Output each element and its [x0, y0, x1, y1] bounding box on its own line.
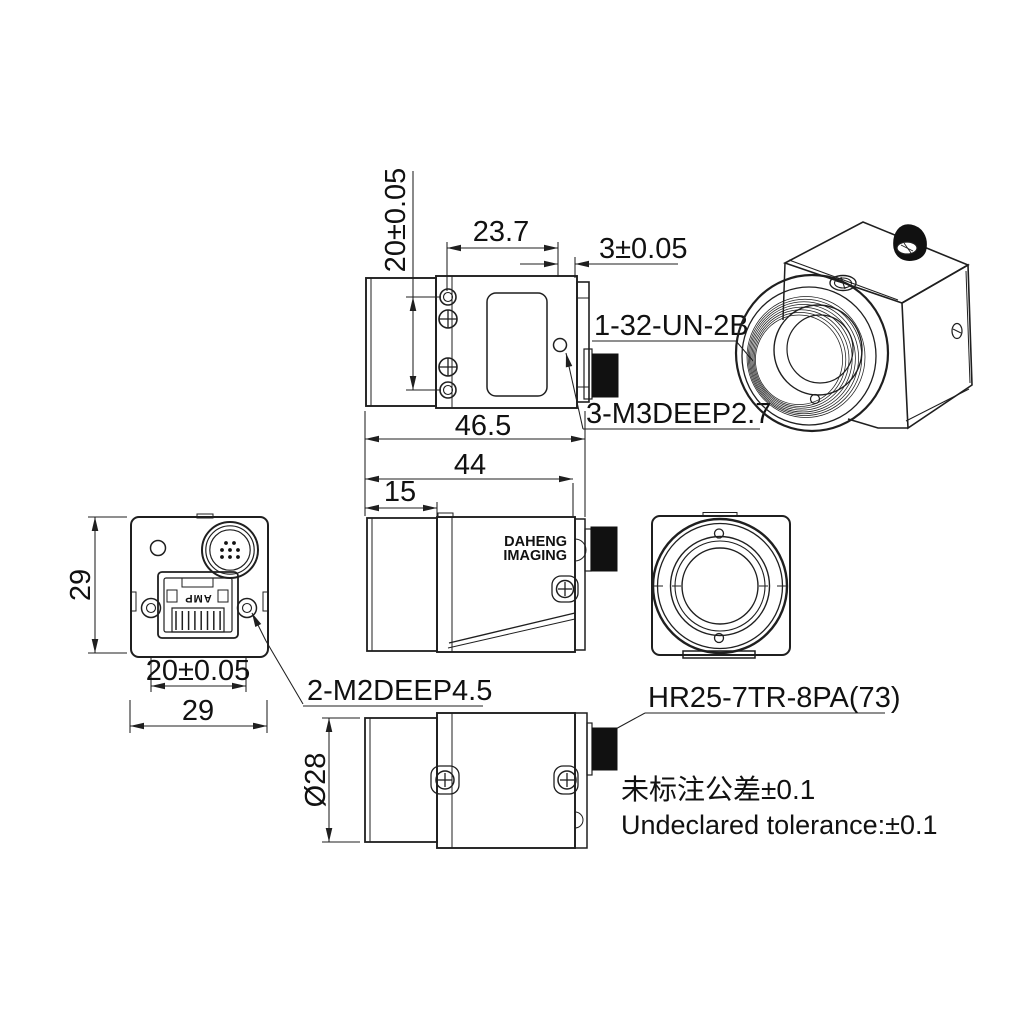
brand-logo-line1: DAHENG: [504, 534, 567, 550]
dim-text-46-5: 46.5: [455, 410, 511, 442]
m2-label-text: 2-M2DEEP4.5: [307, 675, 492, 707]
dim-text-20-back: 20±0.05: [146, 655, 251, 687]
dim-text-23-7: 23.7: [473, 216, 529, 248]
dim-text-20-005: 20±0.05: [380, 168, 412, 273]
dim-height-20: 20±0.05: [380, 168, 441, 391]
rj45-jack: AMP: [157, 571, 239, 639]
lens-mount-front: [651, 517, 789, 655]
top-screw-3d: [829, 274, 857, 292]
top-screw-slots: [430, 765, 579, 795]
rear-connector-3d: [893, 224, 927, 261]
power-io-connector: [201, 521, 259, 579]
m2-screw-holes: [140, 597, 258, 619]
indicator-hole: [149, 539, 167, 557]
dim-23-7: 23.7: [446, 216, 559, 291]
dim-text-3-005: 3±0.05: [599, 233, 688, 265]
dim-text-29-left: 29: [65, 569, 97, 601]
dim-text-44: 44: [454, 449, 486, 481]
side-screw-3d: [951, 322, 963, 340]
perspective-view: [734, 221, 973, 433]
tolerance-notes: 未标注公差±0.1 Undeclared tolerance:±0.1: [621, 774, 938, 840]
lens-barrel-side: [366, 517, 438, 652]
label-m3-screws: 3-M3DEEP2.7: [565, 352, 771, 430]
top-down-view: Ø28: [300, 712, 618, 849]
m3-label-text: 3-M3DEEP2.7: [586, 398, 771, 430]
back-view: AMP 29 20±0.05: [65, 513, 492, 733]
dim-15: 15: [365, 476, 438, 516]
rear-connector-side: [591, 353, 619, 398]
lens-mount-3d: [734, 273, 890, 433]
side-screw-slot: [551, 575, 579, 603]
front-view: HR25-7TR-8PA(73): [611, 512, 900, 732]
rear-plate-and-connector: [576, 281, 619, 403]
mount-screws: [438, 288, 458, 399]
dim-hole-spacing-20: 20±0.05: [146, 655, 251, 692]
hr25-label-text: HR25-7TR-8PA(73): [648, 682, 900, 714]
dim-text-29-bottom: 29: [182, 695, 214, 727]
side-view-middle: DAHENG IMAGING 44 15: [365, 449, 618, 653]
tolerance-note-english: Undeclared tolerance:±0.1: [621, 810, 938, 840]
rj45-amp-text: AMP: [184, 592, 211, 604]
camera-body: [435, 275, 578, 409]
body-right-face: [901, 263, 973, 430]
rear-connector-side-mid: [590, 526, 618, 572]
lens-barrel-top: [364, 717, 438, 843]
dim-back-height-29: 29: [65, 516, 127, 654]
dim-text-15: 15: [384, 476, 416, 508]
label-thread-mount: 1-32-UN-2B: [592, 310, 754, 362]
dim-back-width-29: 29: [129, 695, 268, 733]
tolerance-note-chinese: 未标注公差±0.1: [621, 774, 815, 805]
side-view-top: 20±0.05 23.7 3±0.05 46.5 1-32-UN-2B 3-M3…: [364, 168, 771, 517]
body-top-face: [782, 221, 970, 304]
label-m2-screws: 2-M2DEEP4.5: [251, 612, 492, 707]
dim-text-d28: Ø28: [300, 753, 332, 808]
thread-label-text: 1-32-UN-2B: [594, 310, 749, 342]
dim-diameter-28: Ø28: [300, 717, 360, 843]
label-hr25-connector: HR25-7TR-8PA(73): [611, 682, 900, 732]
rear-connector-top: [591, 727, 618, 771]
back-body: [130, 516, 269, 658]
flange-hole: [809, 393, 821, 405]
brand-logo-line2: IMAGING: [503, 548, 567, 564]
dim-3-005: 3±0.05: [520, 233, 688, 278]
dim-44: 44: [365, 449, 574, 516]
